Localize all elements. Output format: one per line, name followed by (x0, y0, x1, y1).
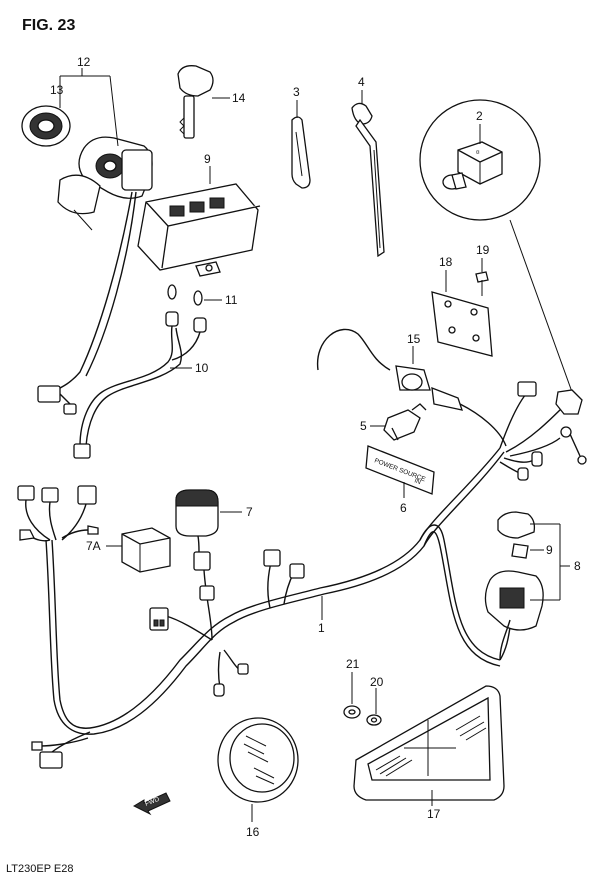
washer-part (366, 714, 382, 726)
wiring-band-part (351, 102, 385, 258)
callout-12: 11 (225, 293, 238, 307)
callout-5: 5 (360, 419, 367, 433)
ignition-switch-body (57, 136, 153, 231)
callout-10: 9 (204, 152, 211, 166)
callout-7a: 7A (86, 539, 101, 553)
power-source-label-part: POWER SOURCE IN (365, 445, 435, 495)
callout-4: 4 (358, 75, 365, 89)
cable-clamp-part (291, 116, 311, 189)
callout-13: 12 (77, 55, 91, 69)
callout-6: 6 (400, 501, 407, 515)
bolt-part (475, 271, 489, 296)
reflector-part (353, 685, 505, 801)
callout-7: 7 (246, 505, 253, 519)
center-connectors (149, 549, 305, 697)
bulb-socket-harness (73, 311, 207, 459)
detail-leader-line (509, 219, 573, 393)
callout-8: 8 (574, 559, 581, 573)
clamp-part (383, 403, 427, 441)
relay-7a-part (121, 527, 171, 573)
right-connectors (499, 381, 587, 481)
label-text-in: IN (413, 477, 422, 486)
starter-relay-assembly (484, 511, 544, 661)
callout-19: 18 (439, 255, 453, 269)
forward-arrow-icon: FWD (132, 792, 171, 816)
callout-11: 10 (195, 361, 209, 375)
switch-connector-b (63, 403, 77, 415)
callout-3: 3 (293, 85, 300, 99)
callout-22: 21 (346, 657, 360, 671)
callout-9: 9 (546, 543, 553, 557)
relay-part (175, 489, 219, 571)
callout-18: 17 (427, 807, 441, 821)
power-socket-part (316, 328, 507, 447)
bulb-part (167, 284, 203, 306)
callout-17: 16 (246, 825, 260, 839)
left-connector-cluster (17, 485, 99, 542)
callout-15: 14 (232, 91, 246, 105)
switch-connector-a (37, 385, 61, 403)
callout-20: 19 (476, 243, 490, 257)
control-unit-part (137, 183, 261, 277)
lower-left-connector (31, 731, 91, 769)
figure-footer: LT230EP E28 (6, 863, 73, 875)
nut-part (343, 705, 361, 719)
callout-14: 13 (50, 83, 64, 97)
ignition-switch-assembly (21, 105, 153, 415)
detail-view-circle: ¤ (419, 99, 541, 221)
round-lens-part (217, 717, 299, 803)
main-wiring-harness (45, 447, 517, 735)
callout-16: 15 (407, 332, 421, 346)
mounting-plate-part (431, 291, 493, 357)
svg-text:¤: ¤ (476, 149, 480, 156)
figure-title: FIG. 23 (22, 17, 75, 34)
callout-21: 20 (370, 675, 384, 689)
callout-1: 1 (318, 621, 325, 635)
switch-bezel-part (21, 105, 71, 147)
callout-2: 2 (476, 109, 483, 123)
ignition-key-part (177, 65, 214, 139)
